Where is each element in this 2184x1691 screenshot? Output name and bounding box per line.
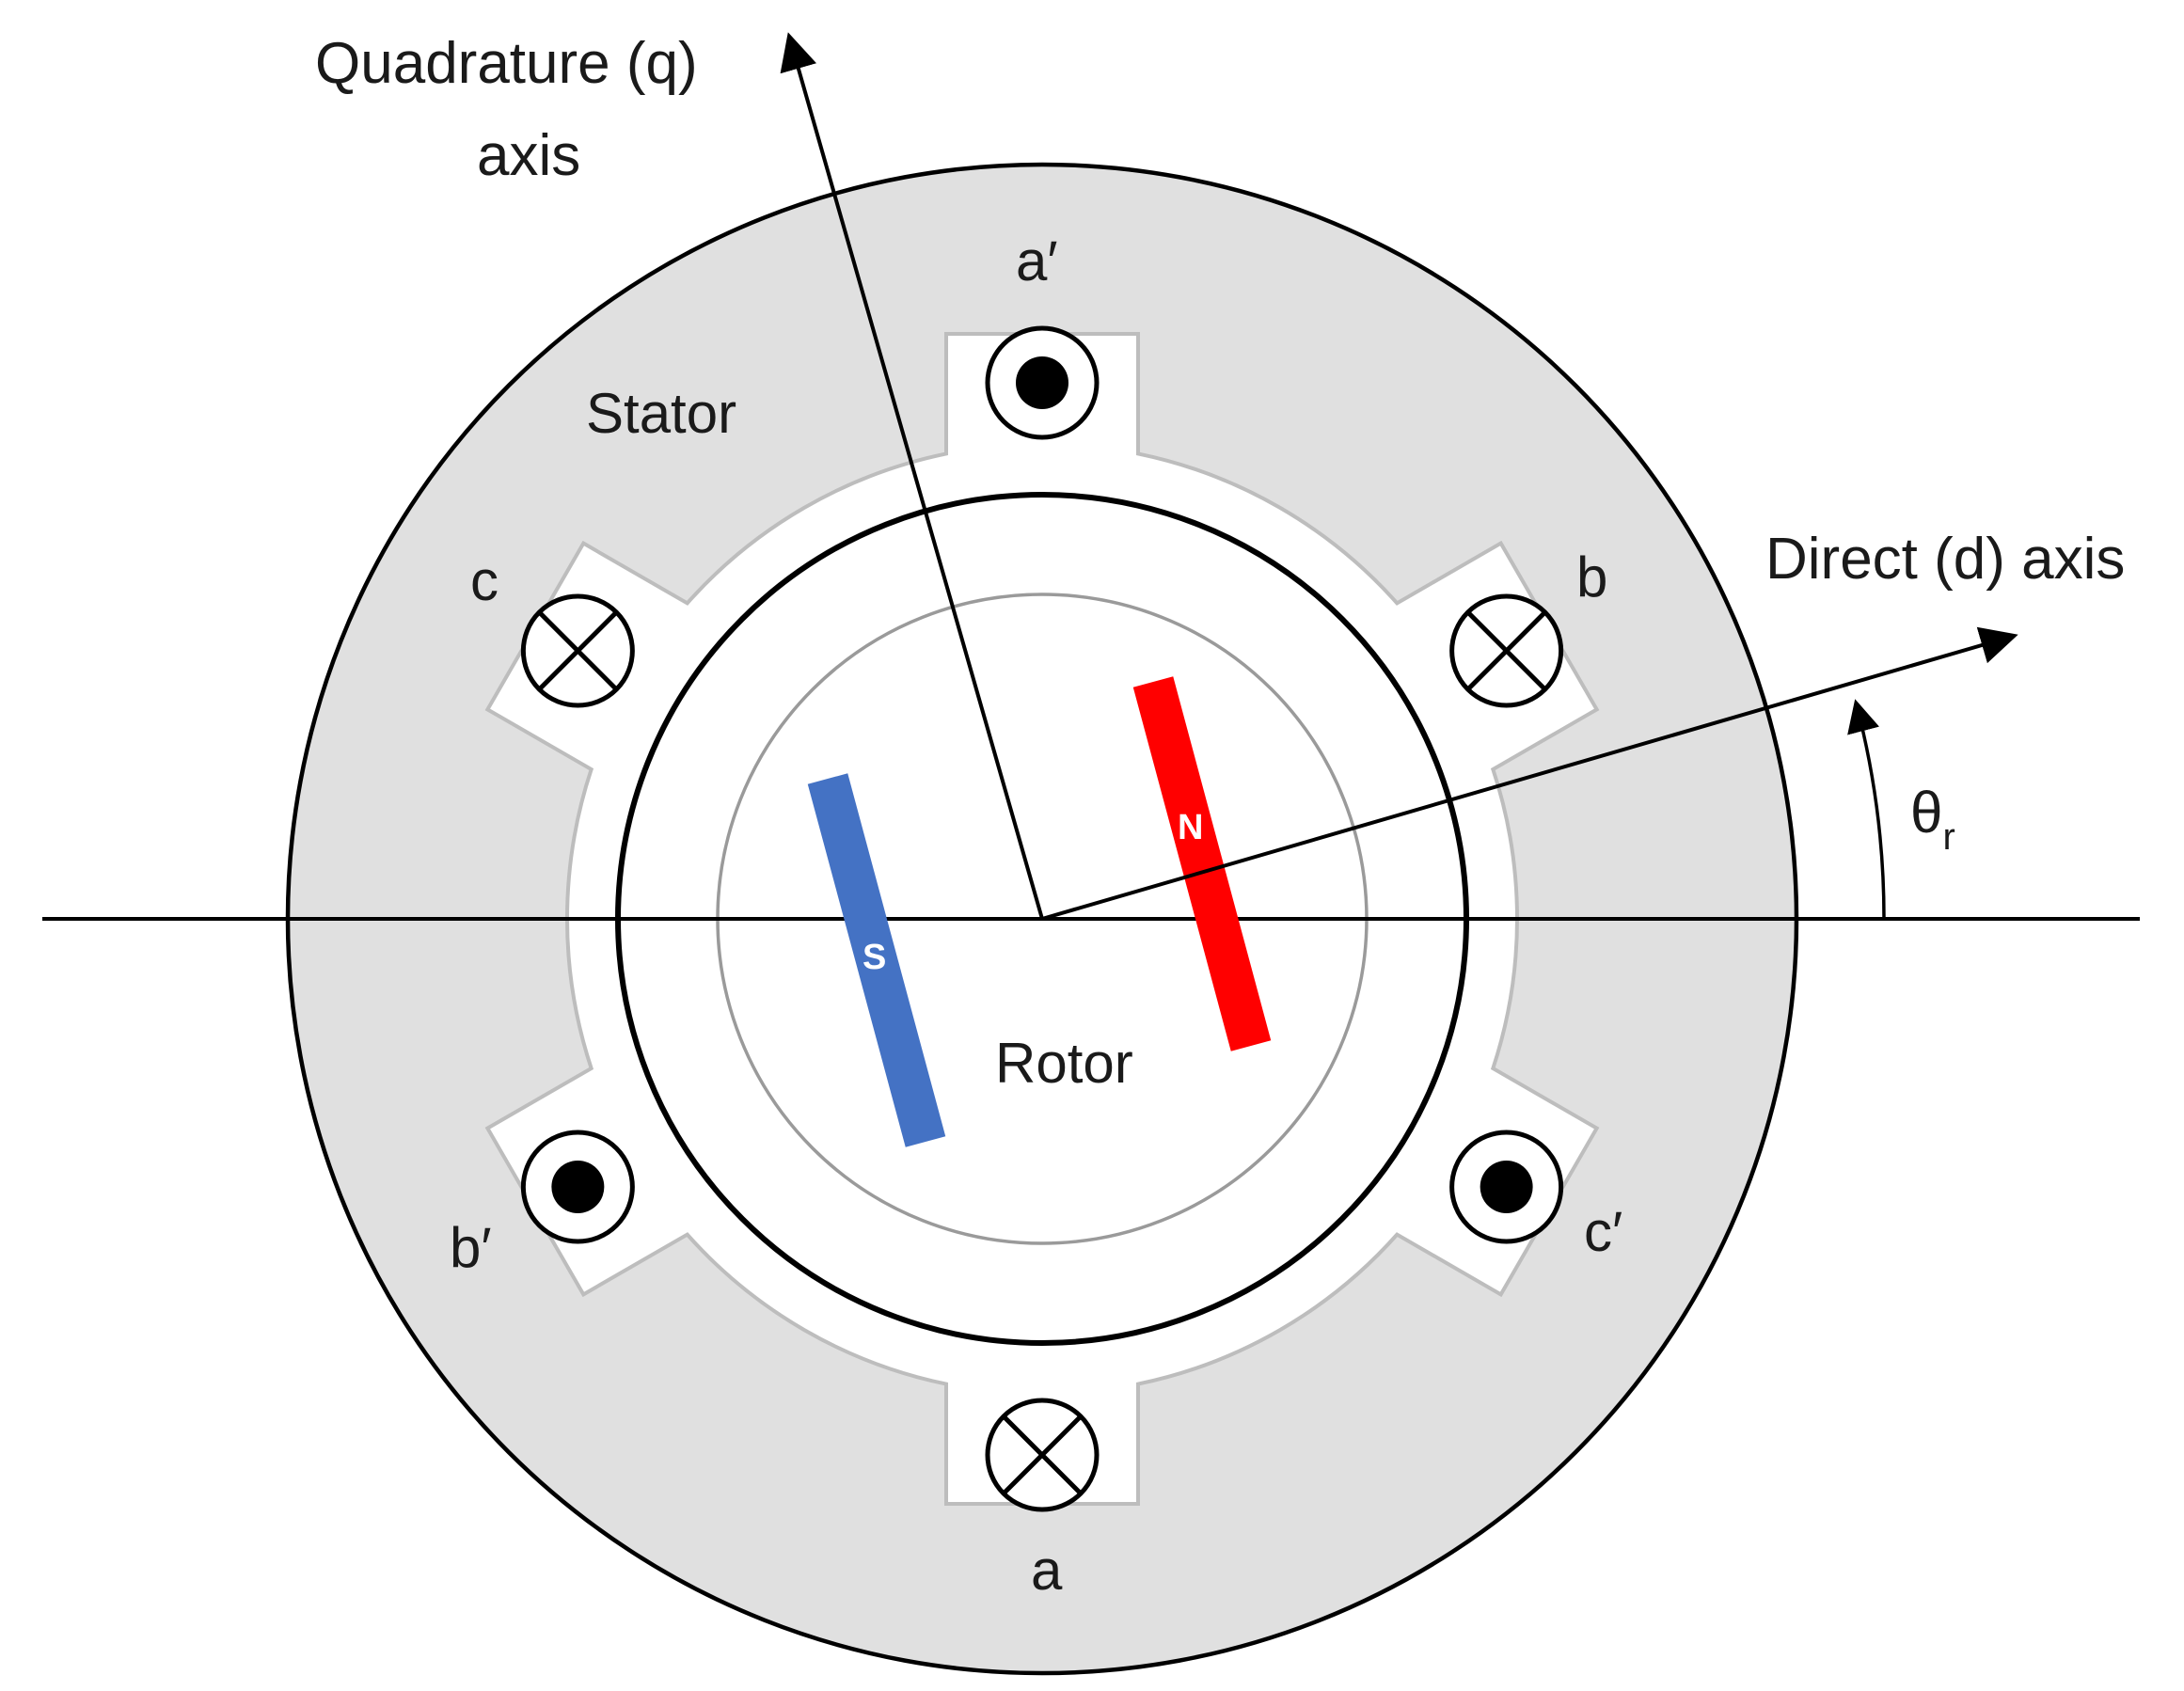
conductor-b-cross-icon <box>1449 593 1564 708</box>
rotor-label: Rotor <box>995 1032 1133 1095</box>
q-axis-label-line2: axis <box>477 123 580 188</box>
direct-axis-arrow <box>1041 626 2018 921</box>
north-pole-label: N <box>1178 808 1203 847</box>
south-magnet-pole <box>807 773 946 1147</box>
conductor-a-prime-dot-icon <box>985 325 1100 440</box>
slot-label-b-prime: b′ <box>450 1216 492 1279</box>
south-pole-label: S <box>863 938 886 977</box>
slot-label-c: c <box>470 549 499 612</box>
conductor-b-prime-dot-icon <box>520 1130 635 1244</box>
conductor-c-cross-icon <box>520 593 635 708</box>
north-magnet-pole <box>1132 676 1272 1051</box>
quadrature-axis-arrow <box>780 32 1044 920</box>
theta-r-symbol: θr <box>1910 781 1955 858</box>
slot-label-a-prime: a′ <box>1016 229 1058 292</box>
slot-label-a: a <box>1031 1539 1063 1602</box>
conductor-a-cross-icon <box>985 1398 1100 1512</box>
stator-bore-outline <box>484 332 1600 1506</box>
d-axis-label: Direct (d) axis <box>1765 527 2125 592</box>
q-axis-label-line1: Quadrature (q) <box>315 31 698 96</box>
slot-label-b: b <box>1576 545 1607 608</box>
conductor-c-prime-dot-icon <box>1449 1130 1564 1244</box>
stator-label: Stator <box>586 382 736 445</box>
slot-label-c-prime: c′ <box>1584 1200 1622 1263</box>
theta-r-angle-arc <box>1847 699 1886 920</box>
